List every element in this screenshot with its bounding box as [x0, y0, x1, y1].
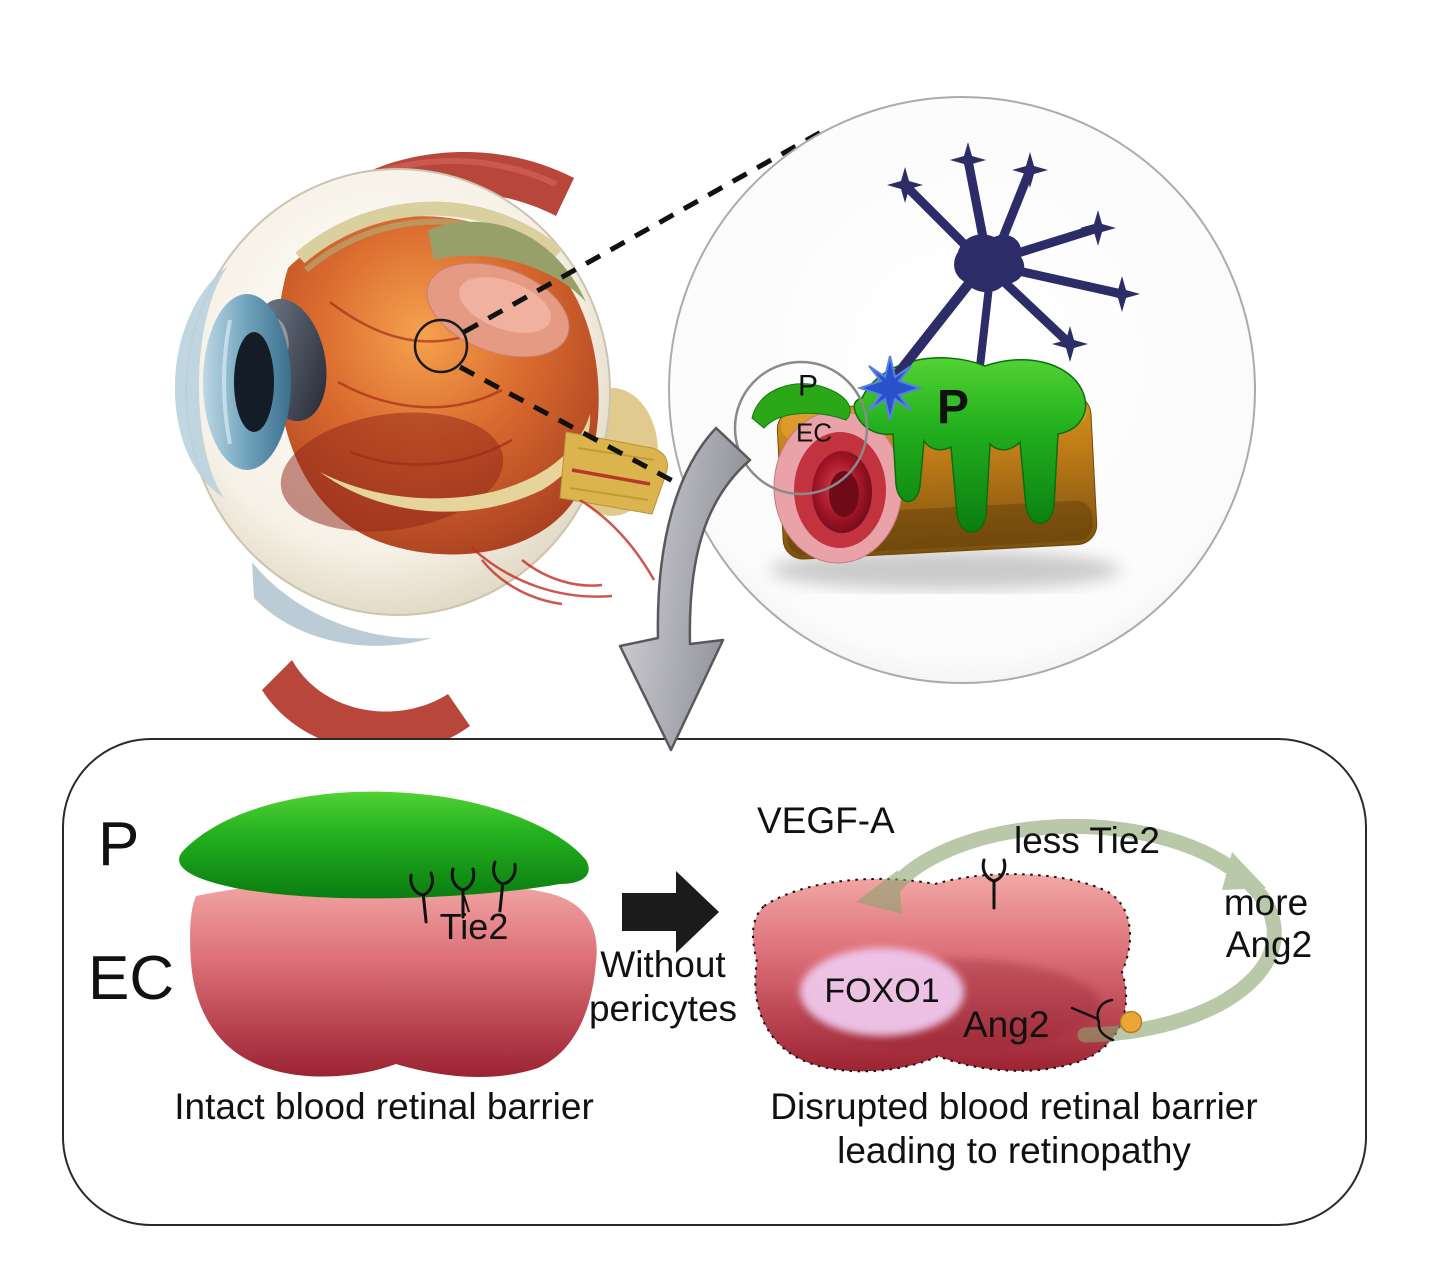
without-pericytes-line1: Without [600, 944, 726, 985]
cut-rim-layer [295, 201, 563, 264]
optic-nerve-shape [559, 431, 668, 515]
ang2-receptor-fork [1096, 998, 1115, 1042]
ang2-ligand-group [1070, 998, 1143, 1042]
dashed-line-lower [458, 364, 688, 491]
ciliary-fold-highlight [459, 277, 551, 333]
cream-layer-shape [320, 414, 591, 512]
dashed-line-upper [462, 124, 832, 335]
ang2-molecule-icon [1119, 1010, 1143, 1034]
more-ang2-line1: more [1223, 882, 1309, 923]
pupil-shape [234, 332, 274, 432]
ang2-label: Ang2 [963, 1004, 1050, 1045]
foxo1-nucleus-shape [800, 948, 964, 1036]
left-caption: Intact blood retinal barrier [174, 1086, 594, 1127]
optic-nerve-vessel [571, 468, 651, 486]
pericyte-label: P [98, 810, 140, 879]
neuron-endfoot-star [856, 355, 924, 421]
loop-arrowhead-left [856, 870, 902, 914]
loop-arc-right [1077, 874, 1282, 1043]
transition-arrow [622, 871, 719, 953]
vegfa-label: VEGF-A [757, 800, 895, 841]
neuron-arm [888, 267, 983, 385]
retinal-vessel [349, 438, 513, 466]
optic-nerve-stripes [569, 447, 655, 501]
feedback-loop [856, 819, 1282, 1043]
without-pericytes-line2: pericytes [588, 988, 738, 1029]
foxo1-label: FOXO1 [824, 972, 940, 1011]
tendon-shape [252, 562, 432, 646]
neuron-icon [887, 142, 1140, 370]
barrier-panel [62, 738, 1367, 1226]
endothelial-label: EC [88, 944, 175, 1013]
magnified-inset [668, 96, 1256, 684]
pericyte-large-shape [853, 357, 1087, 533]
right-caption-line2: leading to retinopathy [837, 1130, 1191, 1171]
eye-illustration [174, 151, 668, 753]
zoom-lens-circle [733, 360, 869, 496]
more-ang2-line2: Ang2 [1225, 924, 1313, 965]
less-tie2-label: less Tie2 [1014, 820, 1161, 861]
tie2-pointer-line [463, 895, 470, 913]
pericyte-cap-shape [751, 383, 851, 429]
olive-layer-shape [428, 221, 586, 302]
zoom-target-circle [413, 318, 469, 374]
cornea-shape [174, 266, 228, 498]
retinal-vessel [337, 380, 503, 409]
iris-highlight [222, 319, 232, 445]
inset-ec-small-label: EC [795, 417, 833, 448]
inset-p-small-label: P [797, 369, 819, 403]
right-caption-line1: Disrupted blood retinal barrier [770, 1086, 1258, 1127]
scleral-vessels [471, 498, 656, 606]
inset-p-large-label: P [936, 380, 970, 434]
tie2-label: Tie2 [439, 906, 509, 947]
pericyte-left-shape [179, 791, 589, 899]
vessel-lumen [773, 410, 903, 564]
zoom-arrow [618, 426, 752, 752]
ang2-receptor-stem [1070, 1006, 1100, 1021]
loop-arc-top [882, 819, 1236, 900]
inferior-muscle-shape [262, 660, 470, 753]
endothelial-cell-left-shape [190, 879, 597, 1077]
